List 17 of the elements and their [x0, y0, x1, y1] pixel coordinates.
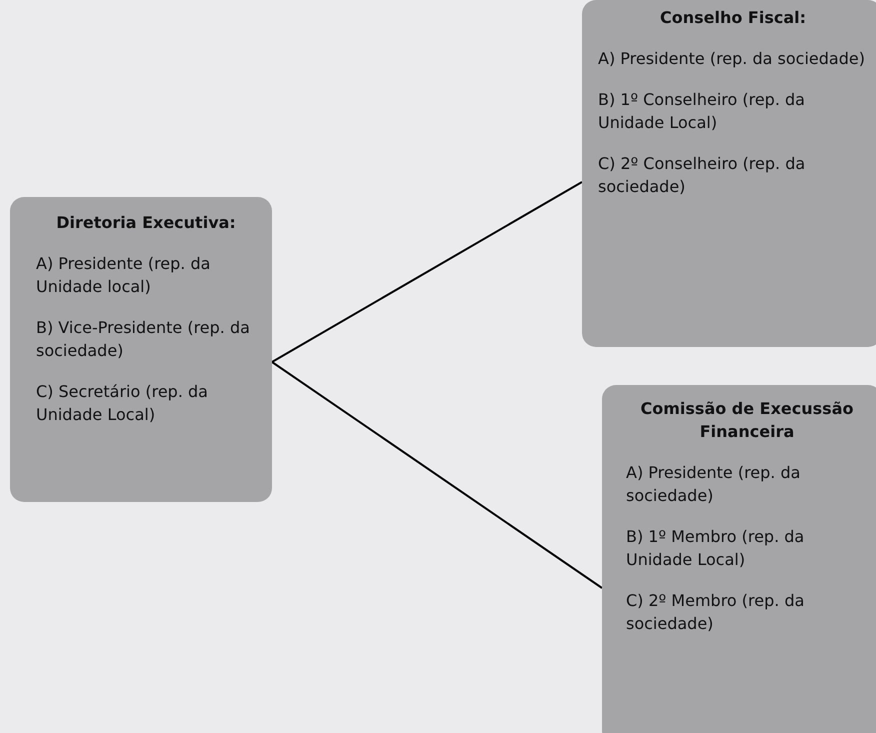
member-text: A) Presidente (rep. da Unidade local) [36, 253, 212, 298]
connector-line [271, 361, 603, 589]
group-heading: Comissão de Execussão Financeira [640, 398, 854, 443]
member-text: B) Vice-Presidente (rep. da sociedade) [36, 317, 251, 362]
member-text: C) 2º Membro (rep. da sociedade) [626, 590, 806, 635]
group-heading: Conselho Fiscal: [658, 7, 808, 29]
member-text: C) 2º Conselheiro (rep. da sociedade) [598, 153, 806, 198]
group-box [10, 197, 272, 502]
member-text: A) Presidente (rep. da sociedade) [626, 462, 802, 507]
connector-line [272, 181, 582, 363]
member-text: A) Presidente (rep. da sociedade) [598, 48, 866, 70]
group-heading: Diretoria Executiva: [55, 212, 237, 234]
member-text: C) Secretário (rep. da Unidade Local) [36, 381, 209, 426]
group-box [582, 0, 876, 347]
group-box [602, 385, 876, 733]
member-text: B) 1º Conselheiro (rep. da Unidade Local) [598, 89, 806, 134]
member-text: B) 1º Membro (rep. da Unidade Local) [626, 526, 806, 571]
